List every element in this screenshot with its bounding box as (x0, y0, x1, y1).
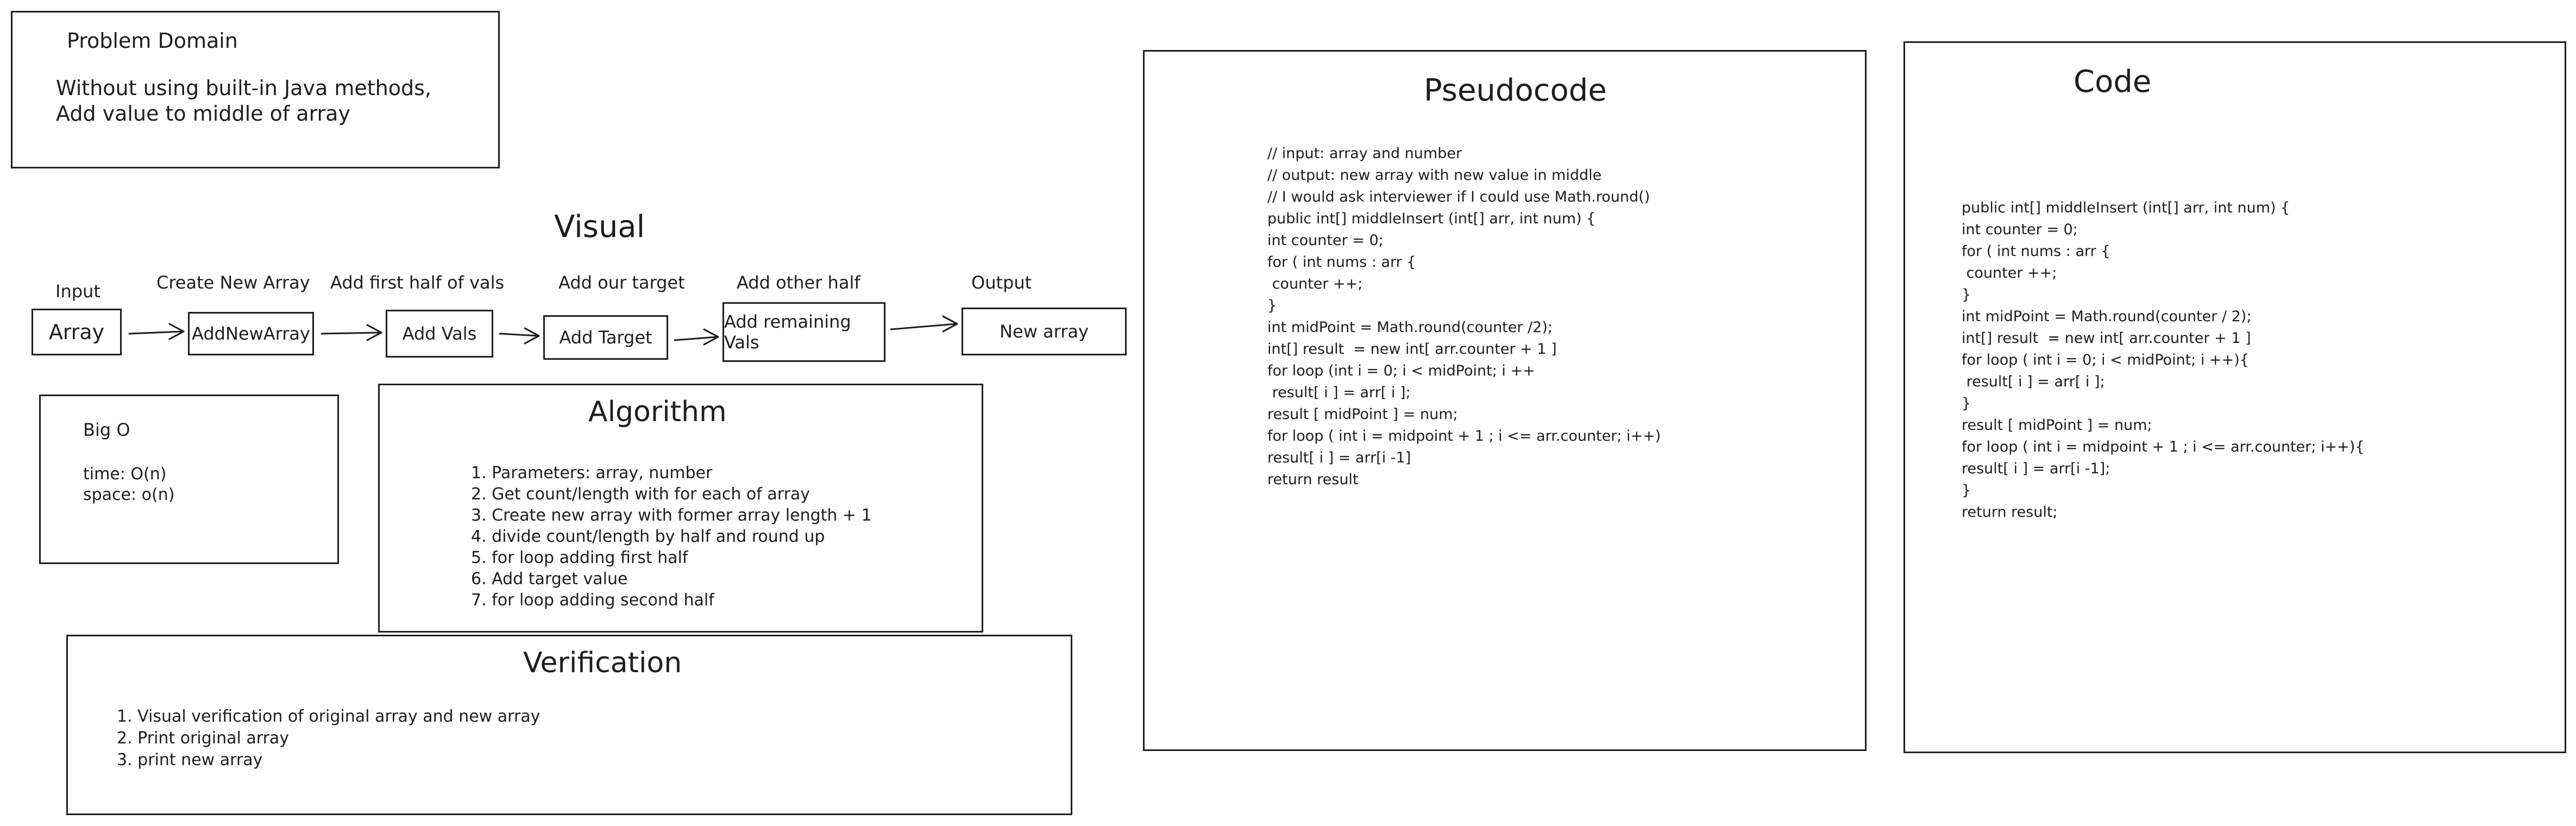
pseudocode-line: // input: array and number (1267, 145, 1462, 162)
code-line: counter ++; (1962, 265, 2057, 281)
arrow-5 (890, 315, 958, 333)
code-line: return result; (1962, 504, 2058, 521)
verification-step: 3. print new array (117, 750, 263, 769)
flow-box-add-new-array: AddNewArray (188, 312, 314, 355)
code-line: for loop ( int i = 0; i < midPoint; i ++… (1962, 352, 2250, 368)
pseudocode-lines: // input: array and number // output: ne… (1267, 143, 1661, 491)
code-box: Code public int[] middleInsert (int[] ar… (1903, 41, 2566, 753)
verification-title: Verification (523, 647, 682, 679)
code-title: Code (2074, 64, 2152, 99)
verification-steps: 1. Visual verification of original array… (117, 706, 540, 771)
pseudocode-line: public int[] middleInsert (int[] arr, in… (1267, 210, 1596, 227)
pseudocode-line: int counter = 0; (1267, 232, 1384, 249)
pseudocode-line: counter ++; (1267, 276, 1363, 292)
algorithm-step: 6. Add target value (471, 570, 628, 589)
problem-domain-box: Problem Domain Without using built-in Ja… (11, 11, 500, 168)
pseudocode-line: result [ midPoint ] = num; (1267, 406, 1458, 423)
code-line: for loop ( int i = midpoint + 1 ; i <= a… (1962, 439, 2365, 455)
pseudocode-line: for loop (int i = 0; i < midPoint; i ++ (1267, 362, 1535, 379)
flow-box-new-array: New array (962, 308, 1127, 355)
verification-step: 1. Visual verification of original array… (117, 707, 541, 726)
arrow-2 (321, 324, 382, 341)
big-o-title: Big O (83, 420, 130, 440)
pseudocode-line: return result (1267, 471, 1359, 488)
big-o-space: space: o(n) (83, 485, 175, 504)
code-line: } (1962, 482, 1971, 499)
arrow-3 (499, 327, 540, 345)
algorithm-step: 5. for loop adding first half (471, 548, 688, 567)
pseudocode-line: // output: new array with new value in m… (1267, 167, 1602, 184)
flow-box-add-target: Add Target (543, 315, 668, 360)
algorithm-step: 7. for loop adding second half (471, 591, 714, 610)
arrow-4 (674, 328, 719, 346)
code-line: int[] result = new int[ arr.counter + 1 … (1962, 330, 2251, 347)
problem-domain-title: Problem Domain (67, 29, 238, 53)
code-lines: public int[] middleInsert (int[] arr, in… (1962, 197, 2365, 523)
pseudocode-title: Pseudocode (1424, 73, 1607, 108)
algorithm-step: 4. divide count/length by half and round… (471, 527, 825, 546)
pseudocode-line: result[ i ] = arr[i -1] (1267, 449, 1411, 466)
step-label-add-first-half: Add first half of vals (330, 272, 505, 293)
code-line: public int[] middleInsert (int[] arr, in… (1962, 199, 2290, 216)
pseudocode-line: for ( int nums : arr { (1267, 254, 1416, 271)
arrow-1 (128, 323, 185, 340)
algorithm-steps: 1. Parameters: array, number 2. Get coun… (471, 462, 872, 611)
algorithm-title: Algorithm (588, 396, 727, 428)
flow-box-array: Array (32, 309, 122, 355)
code-line: int counter = 0; (1962, 221, 2078, 238)
step-label-add-other-half: Add other half (737, 272, 860, 293)
pseudocode-line: int midPoint = Math.round(counter /2); (1267, 319, 1553, 336)
code-line: result[ i ] = arr[i -1]; (1962, 460, 2110, 477)
step-label-input: Input (55, 281, 100, 302)
pseudocode-line: } (1267, 297, 1277, 314)
code-line: for ( int nums : arr { (1962, 243, 2110, 260)
code-line: } (1962, 395, 1971, 412)
algorithm-step: 2. Get count/length with for each of arr… (471, 485, 811, 504)
step-label-output: Output (971, 272, 1032, 293)
pseudocode-box: Pseudocode // input: array and number //… (1143, 50, 1867, 751)
code-line: int midPoint = Math.round(counter / 2); (1962, 308, 2252, 325)
step-label-create-new-array: Create New Array (156, 272, 310, 293)
big-o-box: Big O time: O(n) space: o(n) (39, 395, 339, 564)
code-line: result[ i ] = arr[ i ]; (1962, 373, 2105, 390)
pseudocode-line: int[] result = new int[ arr.counter + 1 … (1267, 341, 1557, 358)
visual-title: Visual (554, 209, 645, 245)
verification-step: 2. Print original array (117, 729, 290, 748)
algorithm-step: 1. Parameters: array, number (471, 464, 713, 483)
pseudocode-line: for loop ( int i = midpoint + 1 ; i <= a… (1267, 428, 1661, 445)
algorithm-step: 3. Create new array with former array le… (471, 506, 872, 525)
code-line: result [ midPoint ] = num; (1962, 417, 2152, 434)
code-line: } (1962, 286, 1971, 303)
pseudocode-line: result[ i ] = arr[ i ]; (1267, 384, 1411, 401)
big-o-time: time: O(n) (83, 465, 167, 484)
verification-box: Verification 1. Visual verification of o… (66, 635, 1072, 815)
problem-domain-line-2: Add value to middle of array (56, 102, 350, 126)
flow-box-add-vals: Add Vals (386, 310, 493, 358)
pseudocode-line: // I would ask interviewer if I could us… (1267, 189, 1650, 205)
problem-domain-line-1: Without using built-in Java methods, (56, 76, 431, 100)
flow-box-add-remaining-vals: Add remaining Vals (722, 302, 885, 362)
algorithm-box: Algorithm 1. Parameters: array, number 2… (378, 384, 983, 633)
step-label-add-our-target: Add our target (558, 272, 685, 293)
